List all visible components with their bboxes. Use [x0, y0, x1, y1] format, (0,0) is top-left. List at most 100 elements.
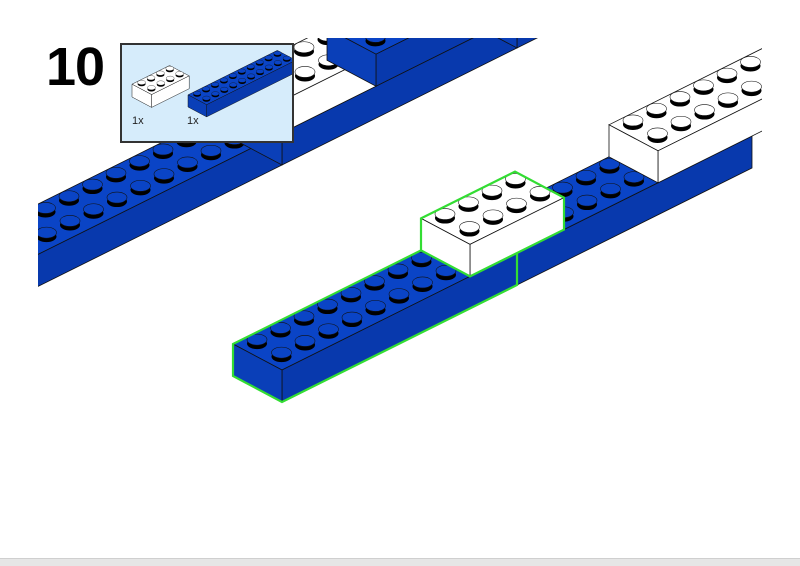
stud-icon: [789, 58, 800, 69]
stud-icon: [246, 333, 268, 346]
front-row-white-brick: [608, 33, 800, 184]
stud-icon: [156, 70, 165, 76]
stud-shadow: [412, 19, 432, 30]
stud-shadow: [788, 37, 800, 48]
stud-icon: [460, 17, 480, 28]
stud-shadow: [507, 0, 527, 8]
stud-icon: [435, 4, 455, 15]
stud-icon: [293, 310, 315, 323]
stud-icon: [693, 79, 714, 92]
stud-icon: [740, 56, 761, 68]
stud-icon: [623, 171, 645, 183]
stud-icon: [395, 38, 401, 39]
stud-icon: [365, 38, 386, 43]
stud-icon: [229, 82, 238, 88]
stud-shadow: [435, 8, 455, 19]
stud-icon: [38, 226, 57, 239]
stud-icon: [694, 104, 715, 116]
stud-shadow: [341, 22, 361, 33]
stud-icon: [58, 190, 80, 203]
stud-icon: [435, 264, 457, 277]
part-quantity-blue-brick: 1x: [187, 115, 199, 127]
stud-icon: [270, 322, 291, 334]
stud-icon: [264, 55, 273, 60]
stud-icon: [59, 215, 81, 227]
new-white-brick-2x4: [419, 170, 566, 278]
stud-shadow: [0, 255, 10, 266]
stud-icon: [341, 18, 361, 29]
stud-icon: [129, 155, 150, 167]
stud-icon: [387, 263, 409, 276]
stud-shadow: [459, 0, 479, 7]
stud-shadow: [436, 0, 456, 11]
stud-icon: [341, 311, 363, 324]
stud-icon: [282, 55, 291, 61]
stud-icon: [576, 194, 598, 207]
stud-icon: [146, 75, 156, 81]
stud-icon: [177, 156, 198, 169]
brick-front-face: [516, 38, 538, 49]
stud-shadow: [413, 12, 433, 23]
brick-end-face: [497, 38, 518, 49]
stud-icon: [105, 167, 127, 179]
part-blue-brick-icon: [187, 50, 292, 118]
stud-icon: [247, 73, 256, 79]
stud-icon: [388, 0, 408, 6]
stud-icon: [575, 170, 597, 182]
stud-icon: [481, 184, 503, 197]
stud-shadow: [765, 73, 785, 84]
stud-icon: [237, 68, 246, 74]
stud-icon: [318, 323, 339, 336]
stud-icon: [459, 221, 480, 233]
stud-icon: [238, 78, 247, 83]
back-row-blue-brick: [468, 0, 752, 49]
stud-icon: [38, 202, 56, 214]
brick-top-face: [468, 0, 752, 16]
stud-icon: [130, 180, 151, 192]
stud-icon: [505, 173, 526, 185]
stud-icon: [273, 60, 282, 65]
brick-end-face: [131, 83, 152, 108]
stud-icon: [293, 41, 315, 54]
stud-icon: [255, 59, 264, 65]
stud-icon: [273, 50, 282, 56]
stud-icon: [436, 0, 456, 7]
stud-shadow: [13, 243, 33, 254]
parts-illustration: [131, 50, 292, 118]
stud-icon: [412, 15, 432, 26]
stud-icon: [716, 67, 738, 80]
brick-end-face: [326, 38, 377, 87]
stud-icon: [200, 144, 222, 157]
stud-icon: [482, 209, 504, 222]
stud-icon: [507, 0, 527, 4]
stud-icon: [717, 92, 739, 105]
stud-icon: [600, 183, 621, 195]
stud-icon: [412, 276, 433, 289]
stud-icon: [552, 181, 573, 194]
stud-icon: [294, 335, 316, 347]
stud-icon: [193, 90, 202, 96]
stud-icon: [364, 275, 385, 287]
stud-icon: [434, 208, 456, 220]
stud-icon: [365, 7, 385, 18]
stud-icon: [413, 8, 433, 19]
stud-shadow: [460, 21, 480, 32]
stud-shadow: [365, 11, 385, 22]
stud-icon: [202, 95, 211, 101]
stud-icon: [483, 5, 503, 16]
stud-shadow: [789, 62, 800, 73]
stud-icon: [317, 298, 338, 311]
stud-icon: [12, 214, 32, 225]
stud-icon: [13, 239, 33, 250]
stud-icon: [82, 178, 103, 191]
stud-icon: [294, 66, 316, 78]
back-row-upper-blue-brick: [326, 0, 474, 87]
stud-icon: [271, 346, 292, 359]
page-footer-bar: [0, 558, 800, 566]
stud-shadow: [389, 24, 409, 35]
stud-icon: [411, 251, 432, 264]
stud-icon: [788, 33, 800, 44]
stud-shadow: [764, 49, 784, 60]
stud-icon: [622, 114, 644, 127]
